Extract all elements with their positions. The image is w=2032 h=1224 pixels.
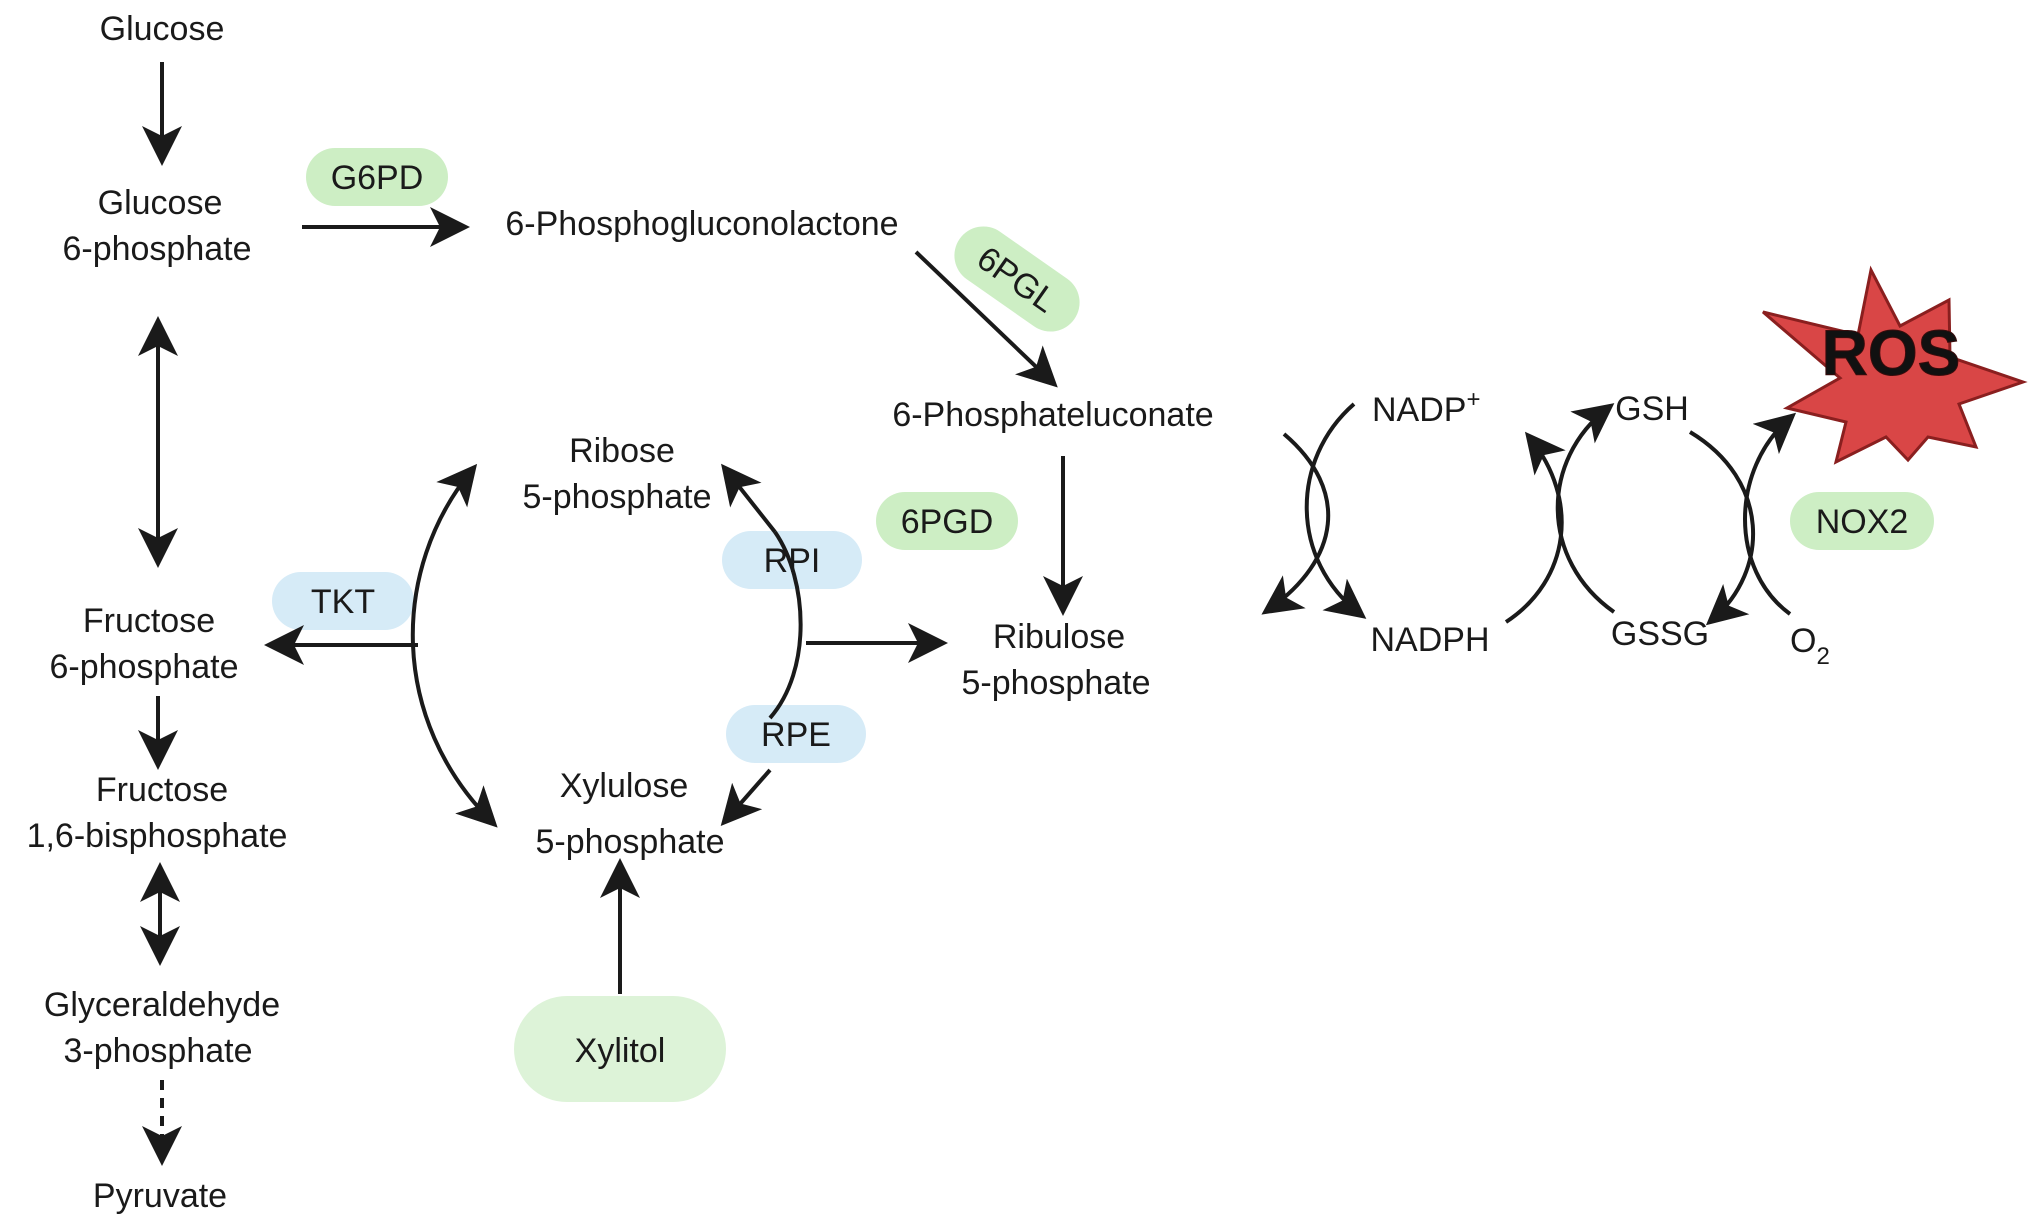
arrow-ribose-xylulose-arc bbox=[410, 463, 498, 828]
g6pd-pill bbox=[306, 148, 448, 206]
nox2-pill bbox=[1790, 492, 1934, 550]
fructose-bisphosphate-line2: 1,6-bisphosphate bbox=[27, 817, 288, 855]
nox2-label: NOX2 bbox=[1816, 503, 1909, 541]
oxygen-label: O2 bbox=[1790, 622, 1830, 670]
arrow-rpe-to-xylulose bbox=[720, 768, 772, 827]
gssg-label: GSSG bbox=[1611, 615, 1709, 653]
xylitol-label: Xylitol bbox=[575, 1032, 666, 1070]
ribulose-5-phosphate-line1: Ribulose bbox=[993, 618, 1125, 656]
phosphogluconolactone-label: 6-Phosphogluconolactone bbox=[505, 205, 898, 243]
arrow-o2-to-ros bbox=[1743, 412, 1797, 616]
glucose-6-phosphate-line1: Glucose bbox=[98, 184, 223, 222]
arrow-rpi-to-ribose bbox=[721, 463, 777, 534]
arrow-isomerase-epimerase-arc bbox=[768, 530, 803, 720]
pyruvate-label: Pyruvate bbox=[93, 1177, 227, 1215]
glucose-6-phosphate-line2: 6-phosphate bbox=[62, 230, 251, 268]
6pgl-pill bbox=[954, 226, 1080, 332]
g6pd-label: G6PD bbox=[331, 159, 424, 197]
xylitol-pill bbox=[514, 996, 726, 1102]
nadp-plus-label: NADP+ bbox=[1372, 386, 1480, 429]
ros-label: ROS bbox=[1822, 317, 1961, 389]
fructose-6-phosphate-line1: Fructose bbox=[83, 602, 215, 640]
arrow-nadp-cycle-down-left bbox=[1261, 432, 1331, 615]
6pgd-pill bbox=[876, 492, 1018, 550]
arrow-nadp-cycle-to-nadph bbox=[1304, 402, 1367, 619]
arrow-gssg-to-gsh bbox=[1555, 403, 1616, 614]
ribose-5-phosphate-line1: Ribose bbox=[569, 432, 675, 470]
glyceraldehyde-3-phosphate-line1: Glyceraldehyde bbox=[44, 986, 280, 1024]
ros-starburst bbox=[1762, 265, 2028, 465]
tkt-label: TKT bbox=[311, 583, 375, 621]
tkt-pill bbox=[272, 572, 414, 630]
arrow-lactone-to-phosphogluconate bbox=[914, 250, 1058, 388]
glyceraldehyde-3-phosphate-line2: 3-phosphate bbox=[63, 1032, 252, 1070]
phosphogluconate-label: 6-Phosphateluconate bbox=[892, 396, 1213, 434]
6pgd-label: 6PGD bbox=[901, 503, 994, 541]
arrow-nadph-to-nadp bbox=[1504, 431, 1566, 624]
fructose-bisphosphate-line1: Fructose bbox=[96, 771, 228, 809]
xylulose-5-phosphate-line2: 5-phosphate bbox=[535, 823, 724, 861]
glucose-label: Glucose bbox=[100, 10, 225, 48]
rpe-pill bbox=[726, 705, 866, 763]
xylulose-5-phosphate-line1: Xylulose bbox=[560, 767, 689, 805]
ribose-5-phosphate-line2: 5-phosphate bbox=[522, 478, 711, 516]
gsh-label: GSH bbox=[1615, 390, 1689, 428]
arrow-gsh-to-gssg bbox=[1688, 430, 1756, 626]
rpi-pill bbox=[722, 531, 862, 589]
fructose-6-phosphate-line2: 6-phosphate bbox=[49, 648, 238, 686]
ribulose-5-phosphate-line2: 5-phosphate bbox=[961, 664, 1150, 702]
rpe-label: RPE bbox=[761, 716, 831, 754]
nadph-label: NADPH bbox=[1370, 621, 1489, 659]
